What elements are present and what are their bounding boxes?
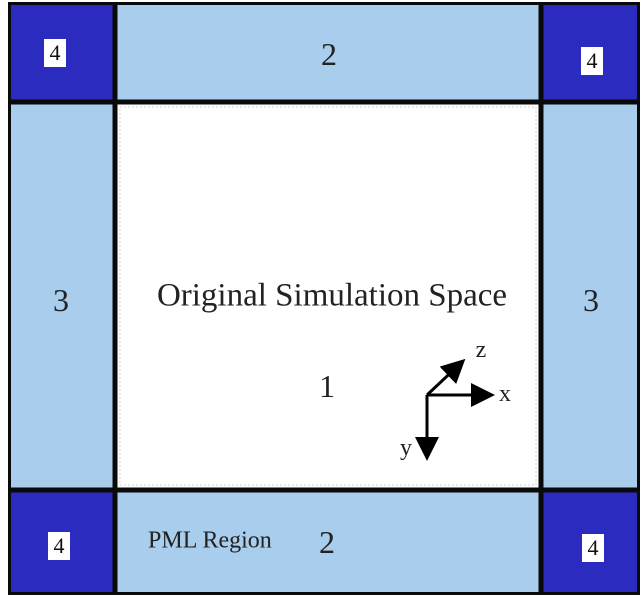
x-axis-label: x (499, 381, 511, 407)
edge-label-top: 2 (321, 36, 337, 72)
edge-label-bottom: 2 (319, 524, 335, 560)
edge-region-top (115, 5, 541, 102)
y-axis-label: y (400, 435, 412, 461)
edge-region-right (541, 102, 637, 490)
center-label: 1 (319, 368, 335, 404)
z-axis-arrow (425, 358, 466, 397)
z-axis-label: z (475, 337, 487, 363)
edge-label-left: 3 (53, 282, 69, 318)
pml-region-caption: PML Region (148, 527, 272, 554)
simulation-space-region (115, 102, 541, 490)
edge-region-left (11, 102, 115, 490)
simulation-space-title: Original Simulation Space (156, 277, 508, 314)
corner-label-top-right: 4 (581, 47, 603, 75)
edge-label-right: 3 (583, 282, 599, 318)
corner-label-bottom-right: 4 (582, 534, 604, 562)
edge-region-bottom (115, 490, 541, 592)
corner-label-bottom-left: 4 (48, 532, 70, 560)
corner-label-top-left: 4 (44, 39, 66, 67)
